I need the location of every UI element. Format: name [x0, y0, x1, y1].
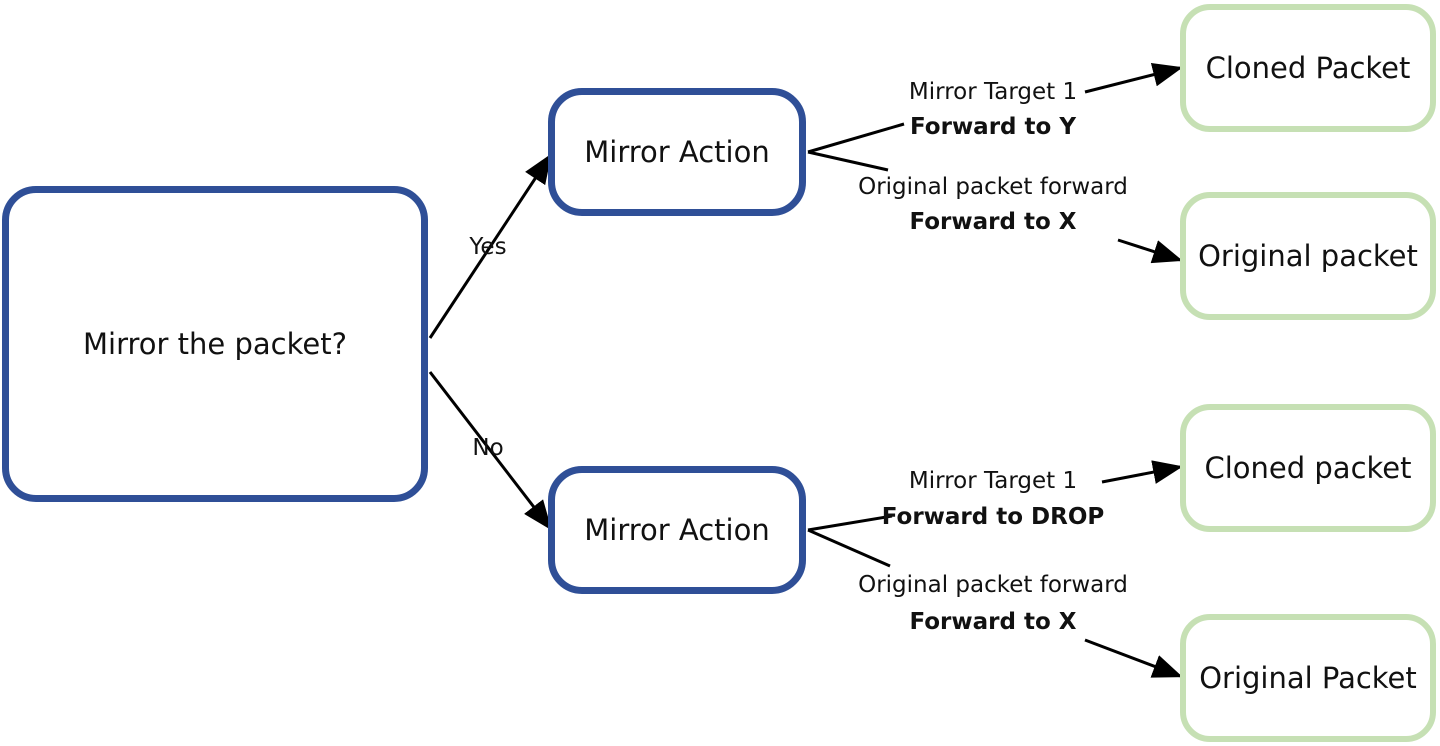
- top-mirror-line: [807, 122, 905, 154]
- top-mirror-target-label: Mirror Target 1: [908, 79, 1078, 105]
- no-arrow: [428, 371, 552, 531]
- no-label: No: [472, 435, 504, 461]
- bottom-mirror-target-label: Mirror Target 1: [908, 468, 1078, 494]
- cloned-packet-label-top: Cloned Packet: [1205, 51, 1411, 85]
- mirror-action-label-bottom: Mirror Action: [584, 513, 770, 547]
- bottom-original-line: [807, 528, 891, 568]
- bottom-mirror-line: [807, 514, 893, 532]
- yes-arrow: [428, 153, 552, 339]
- top-original-action-label: Forward to X: [909, 209, 1077, 235]
- bottom-original-action-label: Forward to X: [909, 609, 1077, 635]
- bottom-mirror-forward-label: Forward to DROP: [881, 504, 1105, 530]
- bottom-original-forward-label: Original packet forward: [858, 572, 1128, 598]
- bottom-original-arrow: [1084, 638, 1183, 678]
- original-packet-node-top: Original packet: [1180, 192, 1436, 320]
- cloned-packet-node-top: Cloned Packet: [1180, 4, 1436, 132]
- top-original-forward-label: Original packet forward: [858, 174, 1128, 200]
- decision-node: Mirror the packet?: [2, 186, 428, 502]
- top-mirror-forward-label: Forward to Y: [910, 114, 1076, 140]
- top-original-line: [807, 150, 889, 172]
- mirror-action-node-bottom: Mirror Action: [548, 466, 806, 594]
- original-packet-label-bottom: Original Packet: [1199, 661, 1417, 695]
- original-packet-label-top: Original packet: [1198, 239, 1418, 273]
- cloned-packet-node-bottom: Cloned packet: [1180, 404, 1436, 532]
- mirror-action-node-top: Mirror Action: [548, 88, 806, 216]
- original-packet-node-bottom: Original Packet: [1180, 614, 1436, 742]
- yes-label: Yes: [469, 234, 507, 260]
- top-mirror-arrow: [1084, 62, 1183, 94]
- mirror-action-label-top: Mirror Action: [584, 135, 770, 169]
- decision-label: Mirror the packet?: [83, 327, 347, 361]
- bottom-mirror-arrow: [1101, 460, 1183, 484]
- cloned-packet-label-bottom: Cloned packet: [1204, 451, 1412, 485]
- top-original-arrow: [1117, 238, 1183, 264]
